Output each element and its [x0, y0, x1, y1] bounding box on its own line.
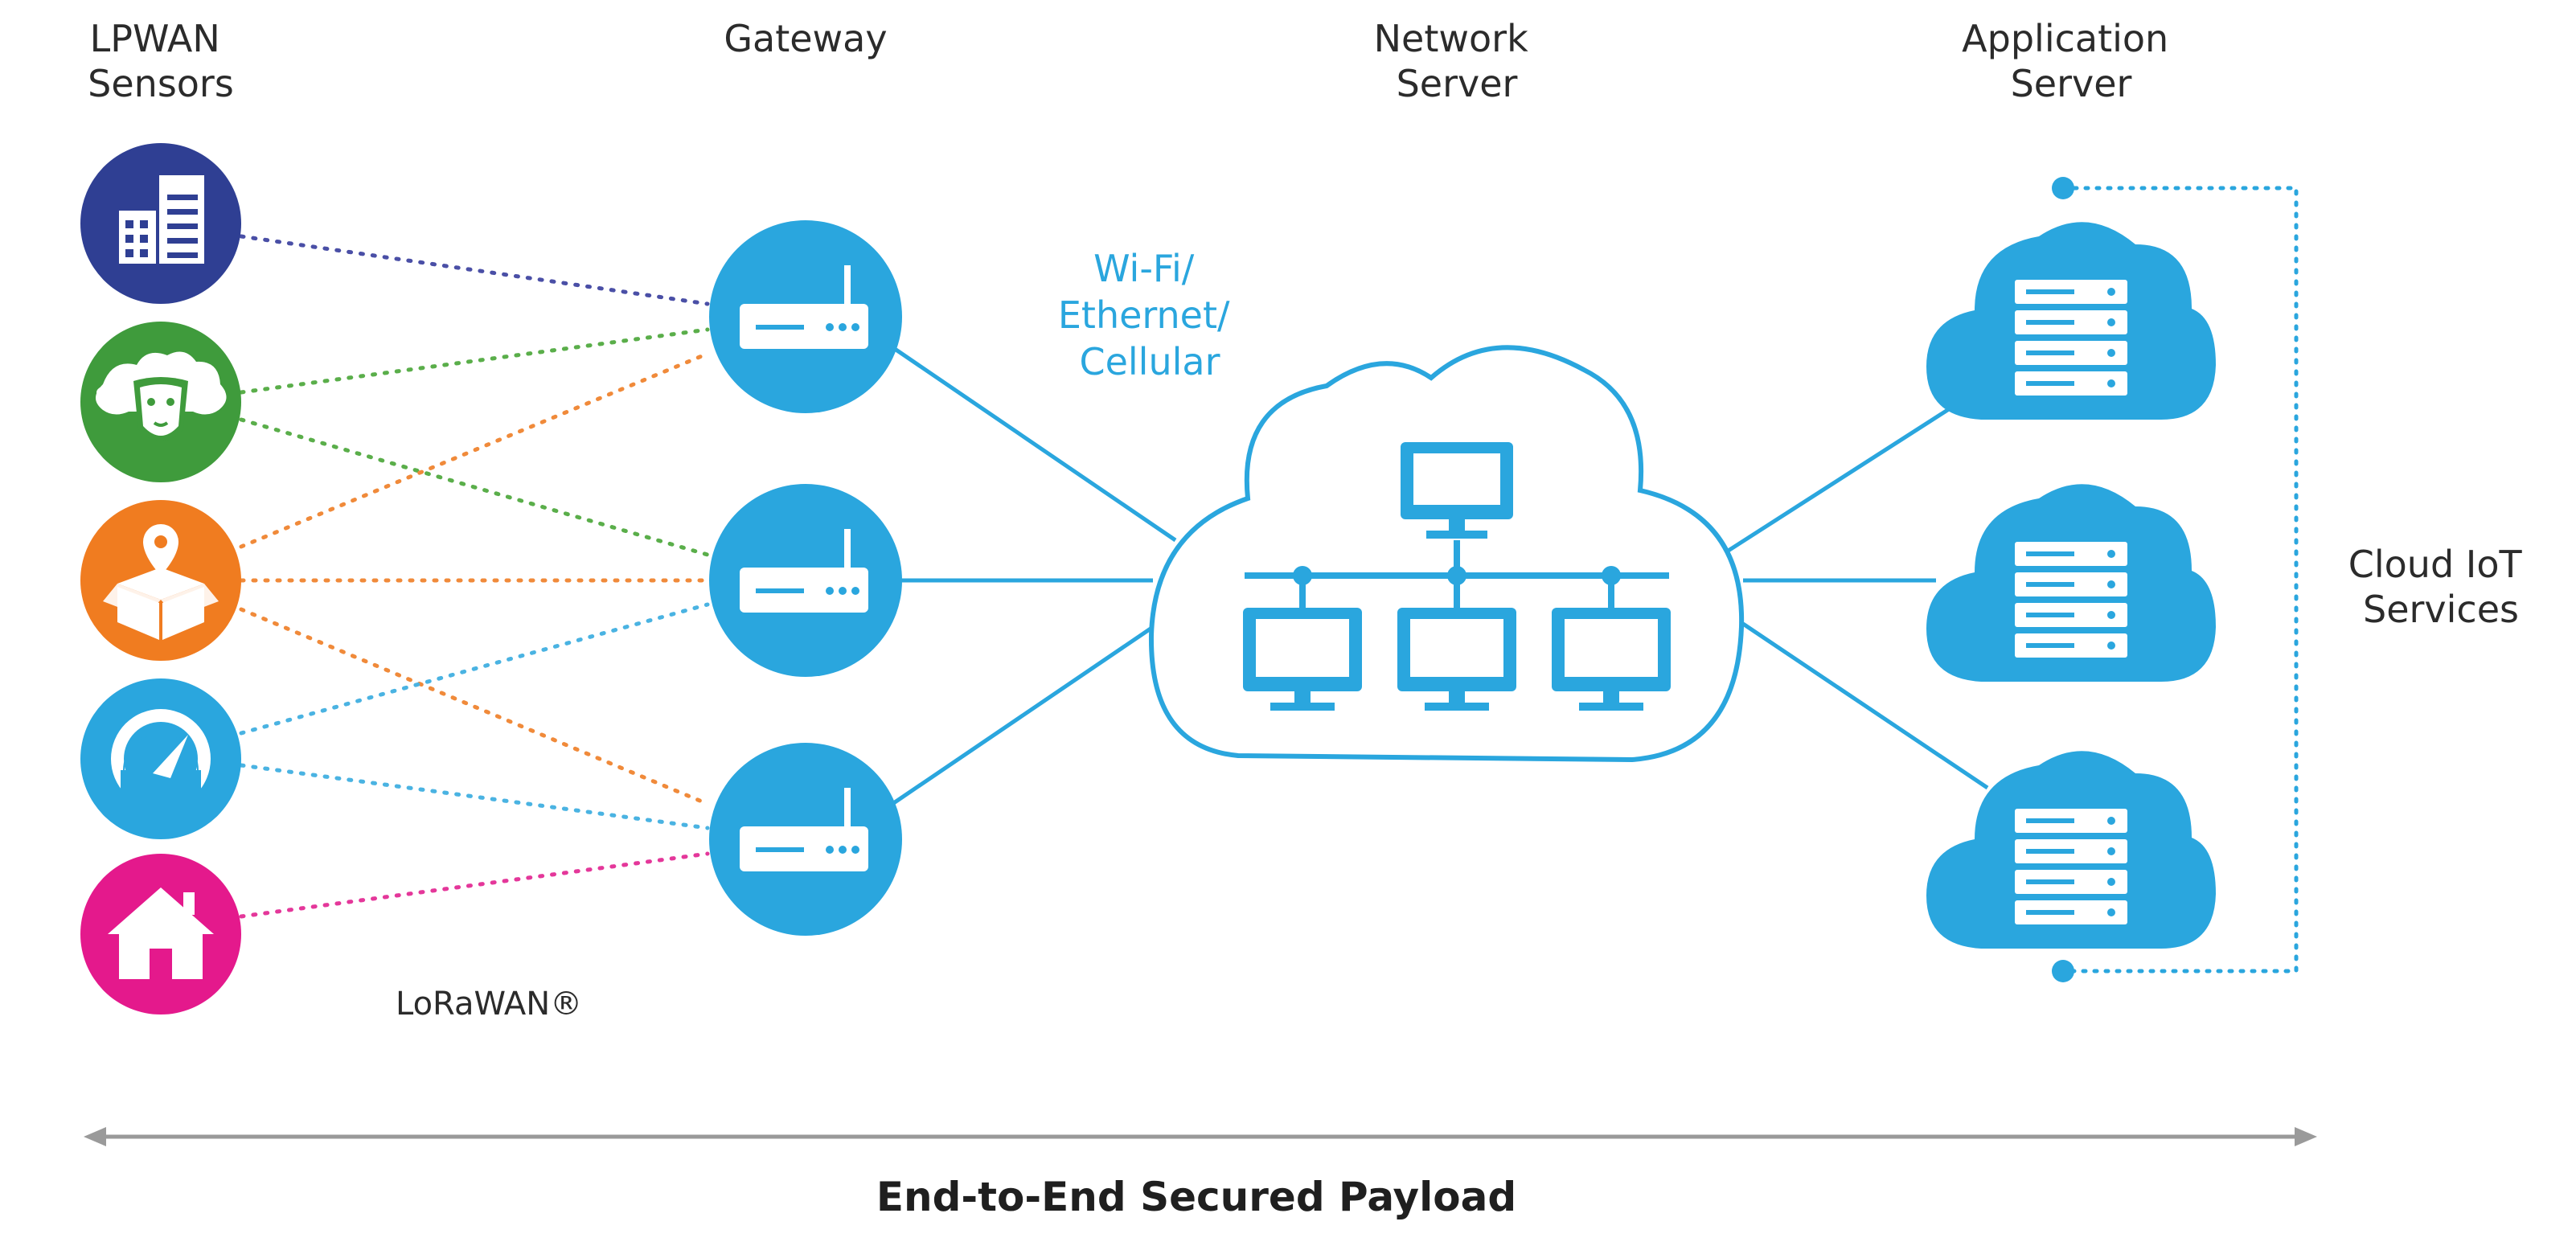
link-sheep-gateway-1: [239, 327, 710, 395]
backhaul-label-line-3: Cellular: [1079, 340, 1220, 383]
column-label-network-server-line-2: Server: [1397, 62, 1518, 105]
gateway-1: [709, 220, 902, 413]
sensor-home: [80, 854, 241, 1015]
monitor-icon: [1397, 608, 1516, 711]
payload-arrow: [84, 1127, 2317, 1146]
sensor-gateway-links: [239, 234, 710, 919]
column-label-application-server: Application Server: [1962, 17, 2180, 105]
cloud-services-bracket: [2061, 186, 2299, 974]
column-label-sensors-line-1: LPWAN: [90, 17, 220, 60]
cloud-services-label-line-1: Cloud IoT: [2348, 543, 2523, 586]
backhaul-links: [891, 345, 1989, 806]
link-home-gateway-3: [239, 851, 710, 919]
sheep-icon: [96, 351, 227, 441]
application-server-3: [1926, 751, 2216, 949]
link-network-app-1: [1725, 400, 1962, 554]
monitor-icon: [1401, 442, 1513, 539]
column-label-network-server-line-1: Network: [1374, 17, 1528, 60]
sensor-gauge: [80, 678, 241, 839]
router-icon: [740, 529, 868, 613]
cloud-services-label-line-2: Services: [2363, 588, 2519, 631]
sensor-sheep: [80, 322, 241, 482]
arrowhead-right: [2295, 1127, 2317, 1146]
column-label-sensors-line-2: Sensors: [88, 62, 234, 105]
gateway-3: [709, 743, 902, 936]
backhaul-label: Wi-Fi/ Ethernet/ Cellular: [1058, 247, 1241, 383]
application-server-2: [1926, 484, 2216, 682]
column-label-gateway: Gateway: [724, 17, 887, 60]
home-icon: [108, 887, 214, 979]
payload-label: End-to-End Secured Payload: [876, 1174, 1516, 1220]
package-location-icon: [103, 524, 219, 640]
router-icon: [740, 788, 868, 871]
link-gauge-gateway-3: [239, 763, 710, 830]
sensor-package: [80, 500, 241, 661]
bracket-dot-bottom: [2052, 960, 2074, 982]
column-label-gateway-line-1: Gateway: [724, 17, 887, 60]
link-sheep-gateway-2: [239, 417, 710, 557]
building-icon: [119, 175, 204, 264]
gateway-2: [709, 484, 902, 677]
sensor-building: [80, 143, 241, 304]
network-bus-stem: [1454, 540, 1460, 576]
network-server: [1148, 345, 1745, 763]
monitor-icon: [1552, 608, 1671, 711]
arrowhead-left: [84, 1127, 106, 1146]
column-label-application-server-line-2: Server: [2011, 62, 2132, 105]
link-network-app-3: [1741, 621, 1989, 790]
network-cloud-outline: [1148, 345, 1745, 763]
link-building-gateway-1: [239, 234, 710, 306]
backhaul-label-line-2: Ethernet/: [1058, 293, 1230, 337]
protocol-label: LoRaWAN®: [396, 986, 582, 1023]
column-label-network-server: Network Server: [1374, 17, 1540, 105]
monitor-icon: [1243, 608, 1362, 711]
application-server-1: [1926, 222, 2216, 420]
cloud-services-label: Cloud IoT Services: [2348, 543, 2533, 631]
gauge-icon: [111, 709, 211, 815]
server-rack-icon: [2015, 280, 2127, 396]
server-rack-icon: [2015, 809, 2127, 924]
link-package-gateway-3: [239, 607, 710, 806]
link-package-gateway-1: [239, 351, 710, 549]
backhaul-label-line-1: Wi-Fi/: [1093, 247, 1195, 290]
bracket-dot-top: [2052, 177, 2074, 199]
link-gauge-gateway-2: [239, 602, 710, 736]
server-rack-icon: [2015, 542, 2127, 658]
column-label-sensors: LPWAN Sensors: [88, 17, 234, 105]
link-gateway-1-network: [891, 345, 1177, 543]
router-icon: [740, 265, 868, 349]
link-gateway-3-network: [891, 625, 1155, 806]
column-label-application-server-line-1: Application: [1962, 17, 2168, 60]
